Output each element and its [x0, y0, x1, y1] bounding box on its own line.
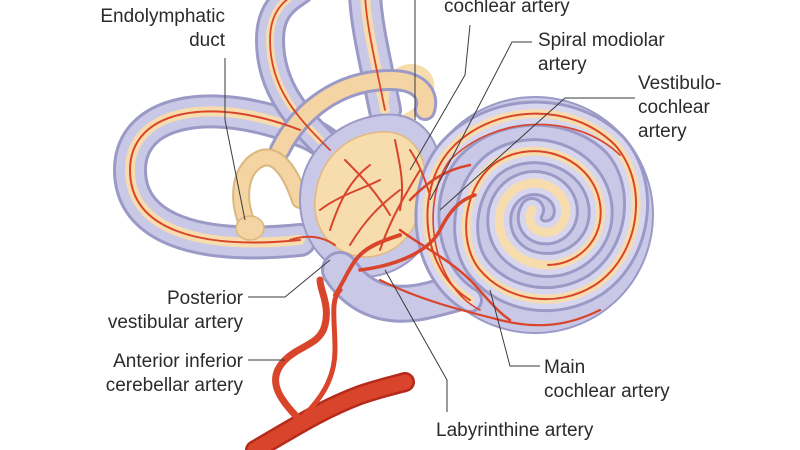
label-main-cochlear-line2: cochlear artery: [544, 381, 670, 402]
label-endolymphatic-duct: Endolymphatic duct: [100, 5, 225, 53]
label-spiral-modiolar-artery: Spiral modiolar artery: [538, 29, 665, 77]
arteries: [129, 0, 637, 450]
label-cochlear-artery-top-line1: cochlear artery: [444, 0, 570, 17]
leader-lines: [224, 0, 635, 412]
label-posterior-vestibular-artery: Posterior vestibular artery: [108, 287, 243, 335]
label-vestibulocochlear-line1: Vestibulo-: [638, 73, 722, 94]
leader-spiral-modiolar: [429, 41, 532, 201]
leader-posterior-vestibular: [248, 259, 331, 298]
label-vestibulocochlear-artery: Vestibulo- cochlear artery: [638, 72, 721, 144]
label-vestibulocochlear-line2: cochlear: [638, 97, 710, 118]
label-labyrinthine-line1: Labyrinthine artery: [436, 420, 594, 441]
label-spiral-modiolar-line2: artery: [538, 54, 587, 75]
label-endolymphatic-duct-line1: Endolymphatic: [100, 6, 225, 27]
label-anterior-inferior-cerebellar-artery: Anterior inferior cerebellar artery: [106, 350, 243, 398]
label-aica-line2: cerebellar artery: [105, 375, 243, 396]
label-main-cochlear-artery: Main cochlear artery: [544, 356, 670, 404]
label-posterior-vestibular-line2: vestibular artery: [107, 312, 243, 333]
label-main-cochlear-line1: Main: [544, 357, 586, 378]
aica-shape: [272, 276, 330, 424]
label-labyrinthine-artery: Labyrinthine artery: [436, 419, 593, 443]
label-aica-line1: Anterior inferior: [113, 351, 243, 372]
label-spiral-modiolar-line1: Spiral modiolar: [538, 30, 665, 51]
label-cochlear-artery-top: cochlear artery: [444, 0, 570, 19]
leader-endolymphatic-duct: [224, 58, 246, 221]
leader-vestibulocochlear: [439, 97, 635, 211]
leader-main-cochlear: [489, 289, 540, 367]
leader-labyrinthine: [384, 269, 448, 412]
leader-cochlear-artery-top: [409, 24, 471, 171]
label-posterior-vestibular-line1: Posterior: [166, 288, 243, 309]
label-endolymphatic-duct-line2: duct: [189, 30, 225, 51]
label-vestibulocochlear-line3: artery: [638, 121, 687, 142]
